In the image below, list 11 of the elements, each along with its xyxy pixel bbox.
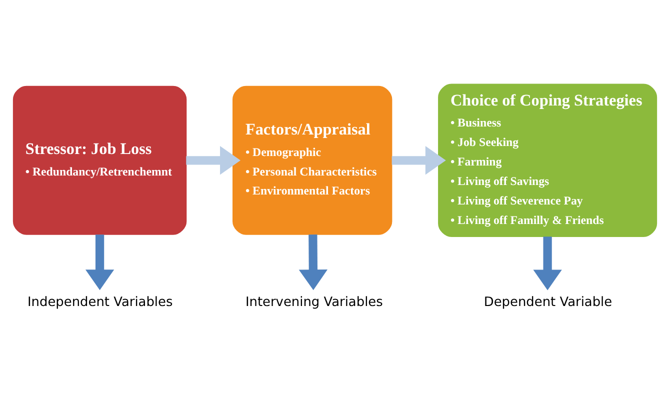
node-box: Choice of Coping Strategies • Business • Job Seeking • Farming • Living off Savings • Living off Severence Pay • Living off Familly & Friends — [438, 83, 658, 236]
node-text: Intervening Variables — [245, 294, 383, 310]
arrow — [533, 236, 562, 290]
arrow — [85, 234, 114, 290]
arrow — [298, 234, 328, 290]
node-text: Dependent Variable — [484, 294, 612, 310]
node-box: Stressor: Job Loss • Redundancy/Retrenchemnt — [12, 85, 187, 234]
arrow — [392, 146, 446, 174]
arrow — [186, 146, 240, 174]
node-box: Factors/Appraisal • Demographic • Personal Characteristics • Environmental Factors — [232, 85, 392, 234]
node-text: Independent Variables — [28, 294, 173, 310]
